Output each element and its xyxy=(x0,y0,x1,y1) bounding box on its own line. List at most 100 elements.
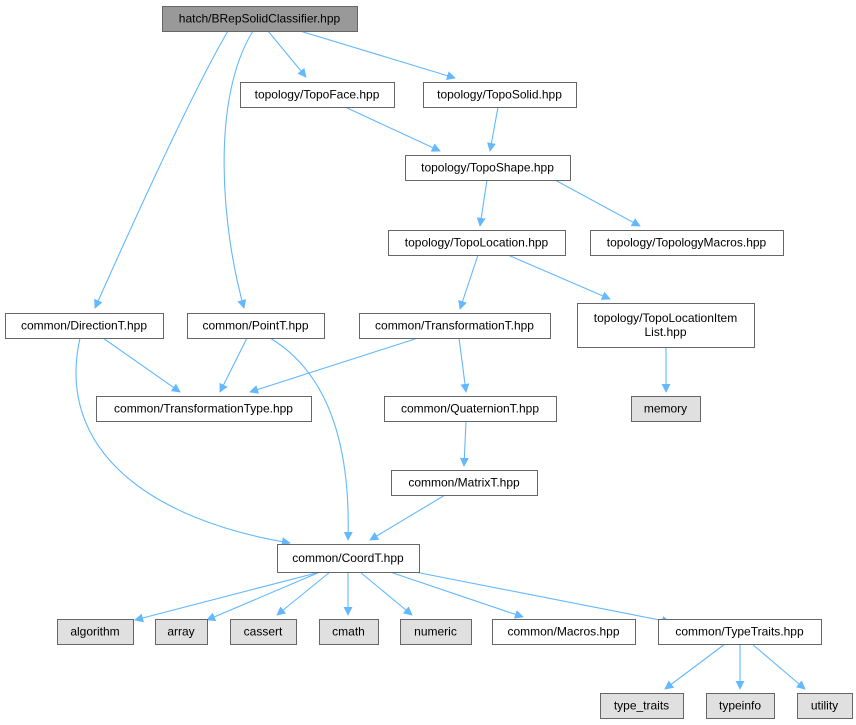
node-box xyxy=(706,693,775,719)
node-box xyxy=(319,619,379,645)
node-typetraits[interactable]: common/TypeTraits.hpp xyxy=(658,619,822,645)
node-label: utility xyxy=(811,699,838,713)
node-label: hatch/BRepSolidClassifier.hpp xyxy=(179,12,341,26)
node-box xyxy=(155,619,208,645)
node-box xyxy=(658,619,822,645)
node-memory: memory xyxy=(631,396,701,422)
edge-coordt-to-numeric xyxy=(359,571,413,616)
node-array: array xyxy=(155,619,208,645)
edge-transformationt-to-quaterniont xyxy=(458,337,470,393)
node-label: common/MatrixT.hpp xyxy=(408,476,520,490)
node-transformationtype[interactable]: common/TransformationType.hpp xyxy=(96,396,312,422)
node-cmath: cmath xyxy=(319,619,379,645)
node-topolocation[interactable]: topology/TopoLocation.hpp xyxy=(388,230,566,256)
edge-root-to-toposolid xyxy=(299,30,456,80)
node-box xyxy=(5,313,164,339)
node-label: typeinfo xyxy=(719,699,761,713)
edge-transformationt-to-transformationtype xyxy=(249,337,419,394)
edge-directiont-to-coordt xyxy=(75,337,291,547)
node-label: topology/TopoLocation.hpp xyxy=(405,236,549,250)
node-topologymacros[interactable]: topology/TopologyMacros.hpp xyxy=(590,230,784,256)
node-box xyxy=(600,693,684,719)
node-label: topology/TopoShape.hpp xyxy=(421,161,554,175)
edge-topoface-to-toposhape xyxy=(344,106,441,152)
node-box xyxy=(492,619,636,645)
nodes-layer: hatch/BRepSolidClassifier.hpp topology/To… xyxy=(5,6,853,719)
node-label: topology/TopoFace.hpp xyxy=(255,88,380,102)
edge-coordt-to-algorithm xyxy=(134,571,321,623)
node-box xyxy=(577,303,755,348)
edge-root-to-pointt xyxy=(223,30,254,309)
node-transformationt[interactable]: common/TransformationT.hpp xyxy=(359,313,551,339)
edge-pointt-to-transformationtype xyxy=(219,337,248,393)
node-macros[interactable]: common/Macros.hpp xyxy=(492,619,636,645)
node-label: cmath xyxy=(332,625,365,639)
edge-coordt-to-array xyxy=(206,571,321,621)
edge-matrixt-to-coordt xyxy=(369,494,446,541)
node-toposolid[interactable]: topology/TopoSolid.hpp xyxy=(423,82,577,108)
node-box xyxy=(162,6,358,32)
node-pointt[interactable]: common/PointT.hpp xyxy=(187,313,325,339)
node-root: hatch/BRepSolidClassifier.hpp xyxy=(162,6,358,32)
node-label: common/TransformationType.hpp xyxy=(114,402,293,416)
node-label: common/Macros.hpp xyxy=(507,625,619,639)
node-numeric: numeric xyxy=(400,619,472,645)
node-coordt[interactable]: common/CoordT.hpp xyxy=(277,544,420,573)
node-label: numeric xyxy=(414,625,457,639)
node-matrixt[interactable]: common/MatrixT.hpp xyxy=(391,470,538,496)
node-label: common/QuaternionT.hpp xyxy=(401,402,539,416)
edge-coordt-to-macros xyxy=(389,571,524,619)
node-label: common/DirectionT.hpp xyxy=(21,319,147,333)
node-box xyxy=(423,82,577,108)
node-directiont[interactable]: common/DirectionT.hpp xyxy=(5,313,164,339)
node-utility: utility xyxy=(797,693,853,719)
node-box xyxy=(590,230,784,256)
edge-toposolid-to-toposhape xyxy=(487,106,499,152)
node-box xyxy=(400,619,472,645)
node-label: common/TypeTraits.hpp xyxy=(675,625,804,639)
node-box xyxy=(388,230,566,256)
node-quaterniont[interactable]: common/QuaternionT.hpp xyxy=(384,396,557,422)
edge-coordt-to-typetraits xyxy=(414,571,671,625)
node-label: algorithm xyxy=(70,625,119,639)
node-cassert: cassert xyxy=(230,619,297,645)
node-box xyxy=(277,544,420,573)
edge-typetraits-to-utility xyxy=(751,643,806,690)
node-algorithm: algorithm xyxy=(57,619,134,645)
edge-root-to-topoface xyxy=(267,30,307,78)
edge-quaterniont-to-matrixt xyxy=(459,420,469,467)
node-box xyxy=(631,396,701,422)
node-box xyxy=(57,619,134,645)
node-box xyxy=(187,313,325,339)
node-label: topology/TopoLocationItem xyxy=(594,311,737,325)
node-topoface[interactable]: topology/TopoFace.hpp xyxy=(240,82,395,108)
node-toposhape[interactable]: topology/TopoShape.hpp xyxy=(405,155,571,181)
edge-directiont-to-transformationtype xyxy=(102,337,181,393)
node-label: type_traits xyxy=(614,699,669,713)
node-box xyxy=(405,155,571,181)
node-label: topology/TopologyMacros.hpp xyxy=(607,236,767,250)
node-box xyxy=(240,82,395,108)
node-label: cassert xyxy=(244,625,283,639)
node-type_traits: type_traits xyxy=(600,693,684,719)
node-label: common/PointT.hpp xyxy=(202,319,308,333)
edge-pointt-to-coordt xyxy=(269,337,353,541)
edge-typetraits-to-type_traits xyxy=(664,643,726,690)
node-label: memory xyxy=(644,402,687,416)
edge-topolocation-to-topolocationitemlist xyxy=(507,254,611,300)
node-label: common/TransformationT.hpp xyxy=(375,319,534,333)
edge-root-to-directiont xyxy=(94,30,229,309)
node-label: common/CoordT.hpp xyxy=(292,551,404,565)
node-box xyxy=(230,619,297,645)
edge-coordt-to-cassert xyxy=(276,571,331,616)
edges-layer xyxy=(75,30,806,690)
node-box xyxy=(384,396,557,422)
node-label: array xyxy=(167,625,194,639)
node-typeinfo: typeinfo xyxy=(706,693,775,719)
edge-toposhape-to-topolocation xyxy=(476,179,488,227)
node-label: List.hpp xyxy=(644,325,686,339)
node-box xyxy=(797,693,853,719)
node-box xyxy=(359,313,551,339)
